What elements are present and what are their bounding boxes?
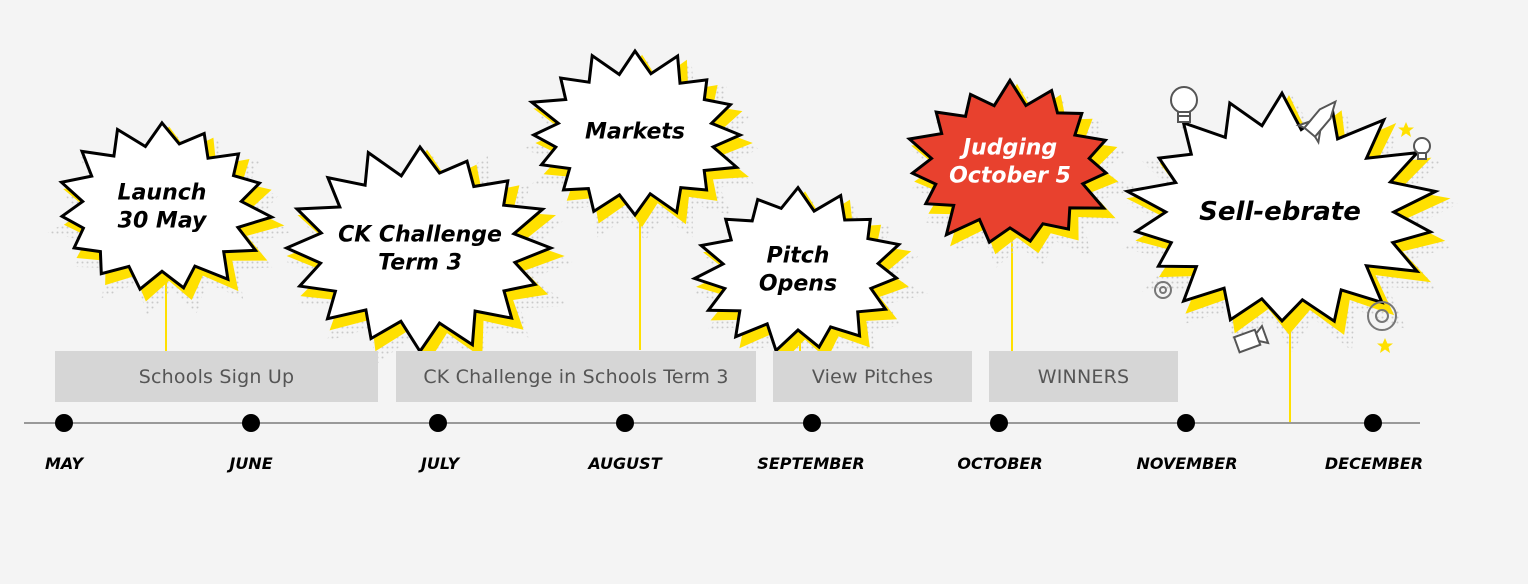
event-line: Markets — [585, 119, 685, 145]
phase-label: CK Challenge in Schools Term 3 — [423, 365, 729, 388]
event-line: Launch — [117, 180, 207, 206]
month-dot — [616, 414, 634, 432]
star-icon — [1398, 122, 1414, 137]
phase-bar-winners: WINNERS — [989, 351, 1178, 402]
burst-body — [58, 120, 276, 292]
burst-shape — [906, 77, 1138, 268]
event-markets: Markets — [585, 118, 685, 146]
phase-label: WINNERS — [1037, 365, 1130, 388]
gear-icon — [1154, 281, 1172, 299]
month-label: SEPTEMBER — [757, 454, 865, 473]
rocket-icon — [1295, 99, 1338, 145]
event-line: 30 May — [117, 208, 207, 233]
month-dot — [1177, 414, 1195, 432]
month-dot — [990, 414, 1008, 432]
month-dot — [429, 414, 447, 432]
month-label: MAY — [44, 454, 84, 473]
month-label: OCTOBER — [957, 454, 1043, 473]
event-line: Pitch — [766, 243, 830, 269]
phase-label: View Pitches — [811, 365, 934, 388]
burst-shape — [282, 144, 573, 368]
burst-body — [690, 185, 903, 354]
event-ck-challenge: CK Challenge Term 3 — [338, 222, 502, 277]
event-pitch-opens: Pitch Opens — [759, 243, 837, 298]
event-line: CK Challenge — [338, 222, 502, 248]
month-dot — [55, 414, 73, 432]
phase-bar-schools-sign-up: Schools Sign Up — [55, 351, 378, 402]
month-label: JUNE — [229, 454, 273, 473]
month-dot — [242, 414, 260, 432]
event-sell-ebrate: Sell-ebrate — [1199, 196, 1361, 229]
event-bursts — [47, 48, 1459, 373]
event-launch: Launch 30 May — [118, 180, 207, 235]
event-line: Sell-ebrate — [1199, 196, 1361, 227]
phase-bar-ck-challenge: CK Challenge in Schools Term 3 — [396, 351, 756, 402]
month-label: DECEMBER — [1324, 454, 1424, 473]
celebration-icons — [1154, 86, 1431, 354]
month-dot — [1364, 414, 1382, 432]
event-line: Term 3 — [378, 250, 462, 275]
burst-shape — [47, 120, 292, 316]
month-markers — [55, 414, 1382, 432]
star-icon — [1377, 338, 1393, 353]
lightbulb-icon — [1413, 137, 1431, 160]
lightbulb-icon — [1170, 86, 1198, 123]
burst-shape — [522, 48, 760, 241]
camera-icon — [1232, 324, 1270, 354]
month-dot — [803, 414, 821, 432]
event-line: October 5 — [949, 163, 1071, 188]
month-label: AUGUST — [588, 454, 662, 473]
gear-icon — [1367, 301, 1397, 331]
event-line: Opens — [758, 271, 838, 296]
month-label: JULY — [420, 454, 460, 473]
month-label: NOVEMBER — [1136, 454, 1238, 473]
burst-body — [906, 77, 1109, 245]
phase-bar-view-pitches: View Pitches — [773, 351, 972, 402]
event-line: Judging — [962, 135, 1058, 161]
burst-shape — [1122, 90, 1459, 353]
event-judging: Judging October 5 — [949, 135, 1071, 190]
burst-shape — [690, 185, 929, 373]
phase-label: Schools Sign Up — [138, 365, 295, 388]
burst-body — [527, 48, 745, 218]
